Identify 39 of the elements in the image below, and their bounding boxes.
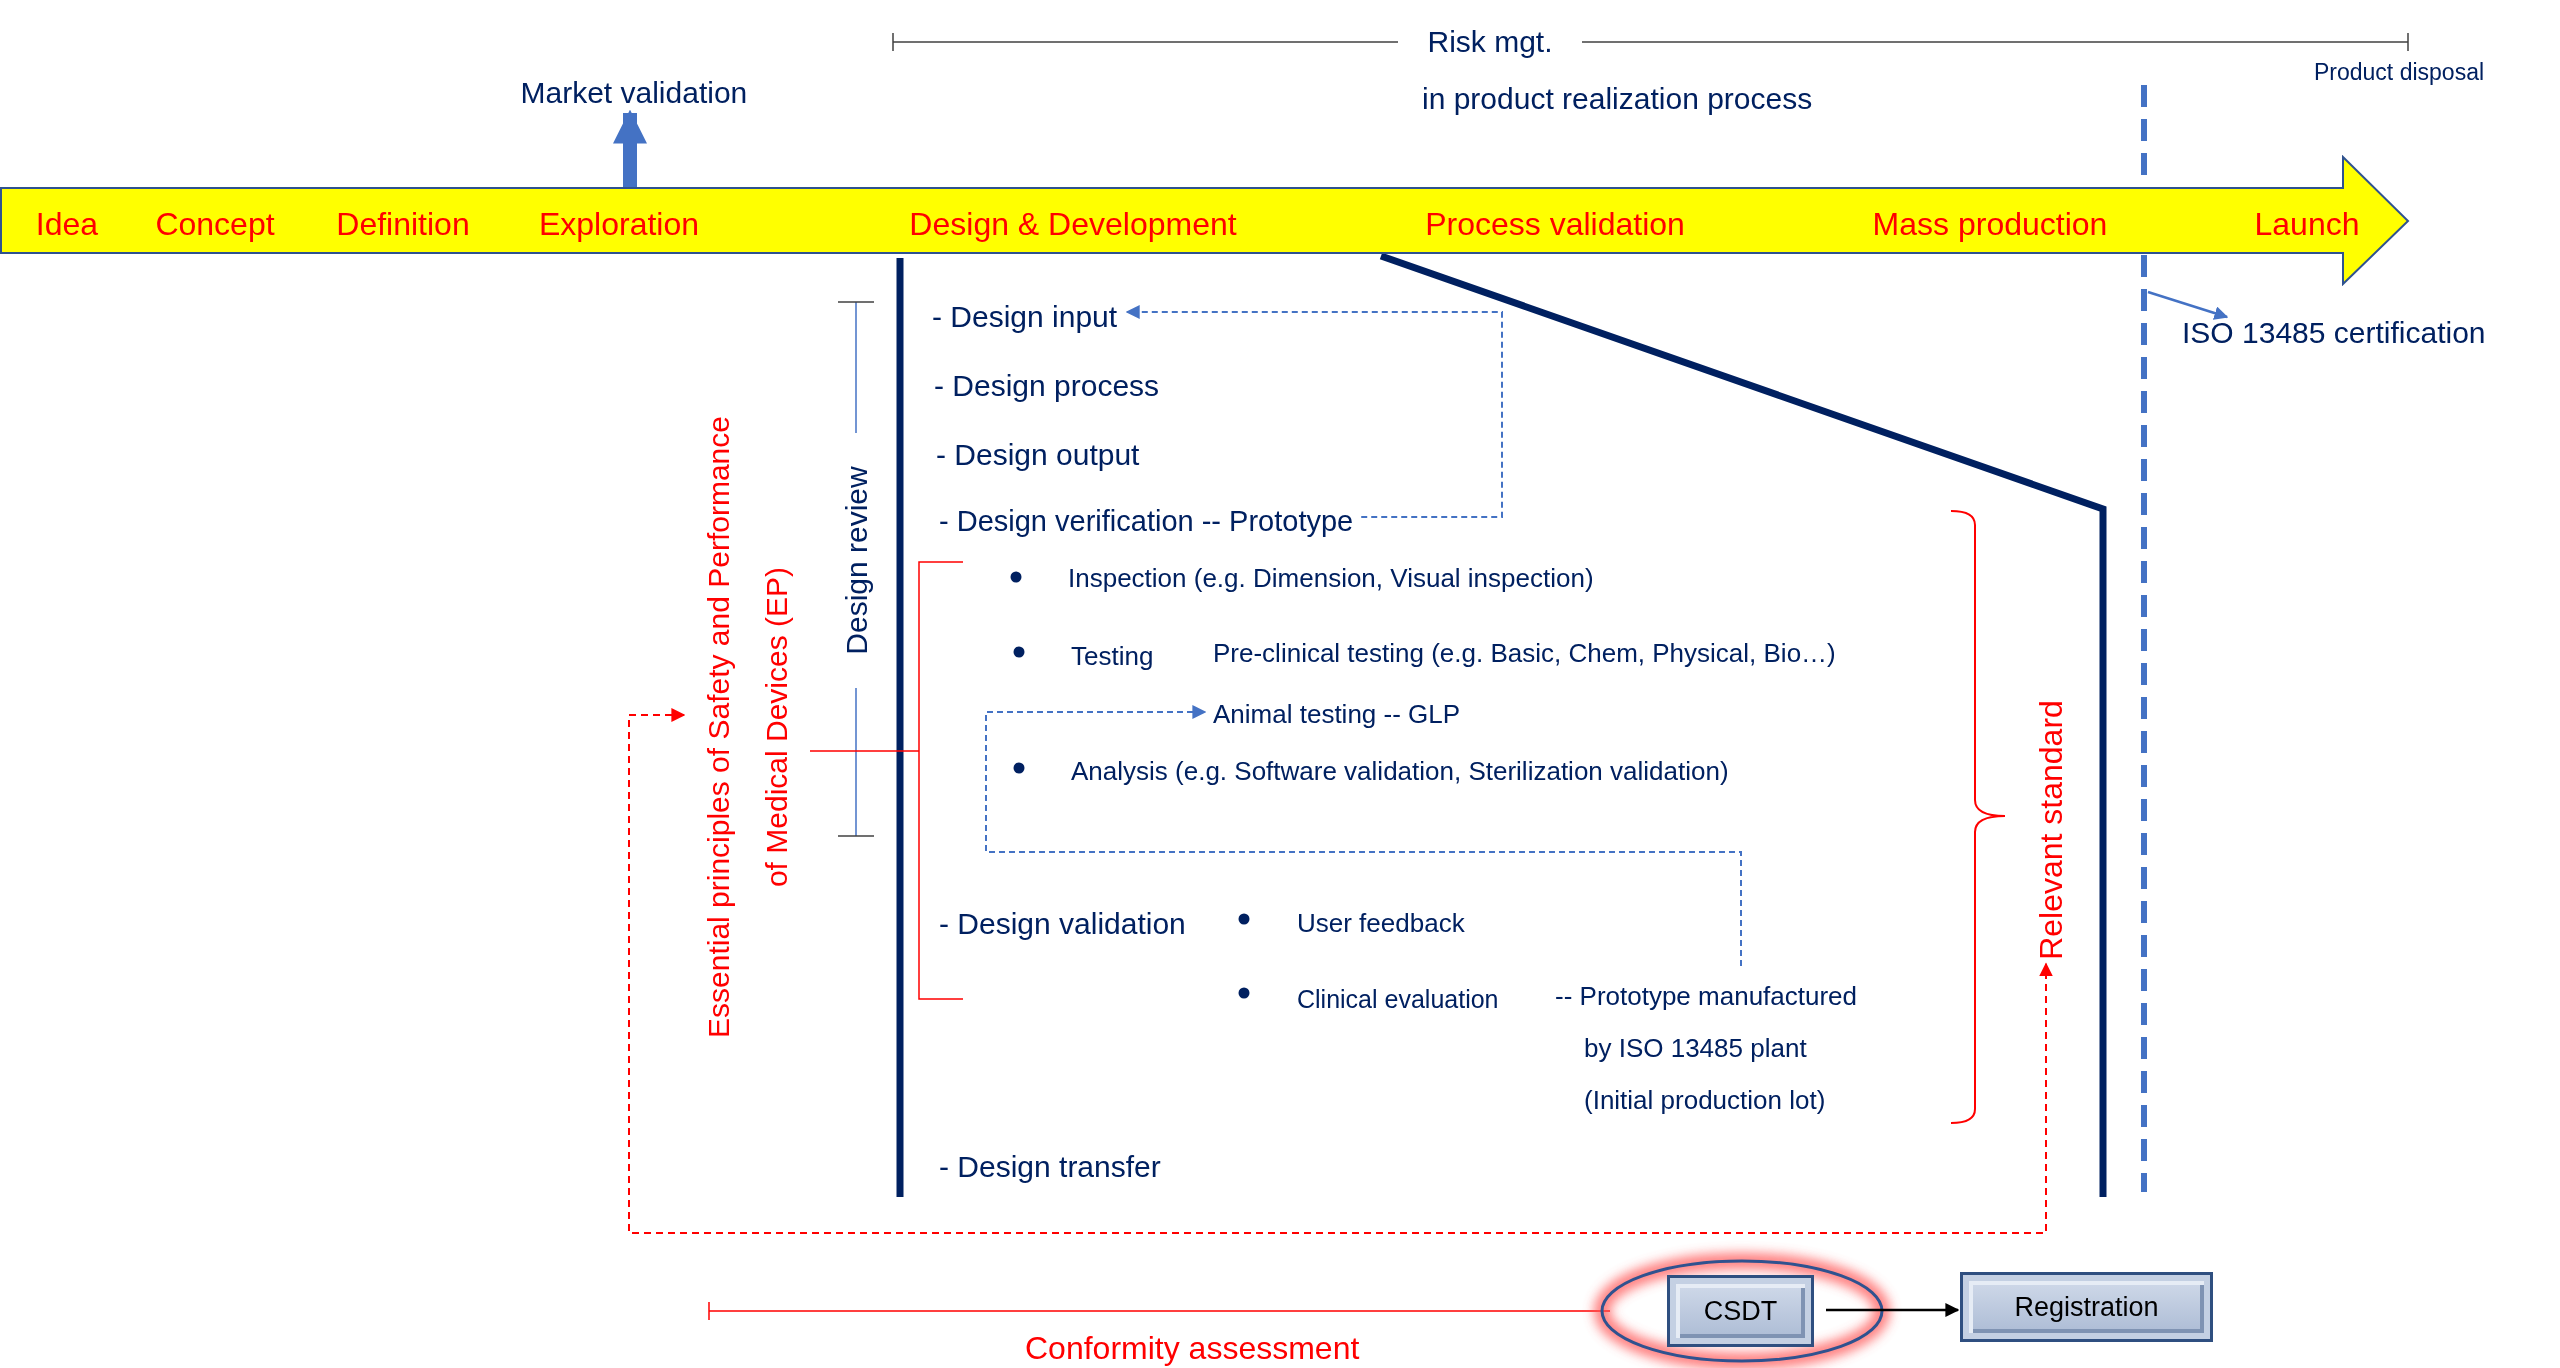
text-label: Testing (1071, 641, 1154, 671)
stage-label: Concept (155, 205, 275, 243)
text-label: - Design process (934, 367, 1160, 403)
stage-label: Design & Development (909, 205, 1237, 243)
stage-label: Idea (35, 205, 99, 243)
text-label: - Design transfer (939, 1148, 1161, 1184)
text-label: Analysis (e.g. Software validation, Sterilization validation) (1071, 756, 1729, 786)
arrow (2147, 290, 2229, 320)
text-label: Product disposal (2314, 59, 2485, 85)
stage-label: Definition (336, 205, 470, 243)
text-label: Animal testing -- GLP (1213, 698, 1461, 730)
stage-label: Mass production (1872, 205, 2108, 243)
dashed-arrow (628, 708, 2053, 1234)
text-label: Market validation (520, 75, 748, 111)
text-label: ISO 13485 certification (2182, 315, 2486, 351)
text-label: Conformity assessment (1025, 1329, 1360, 1367)
process-box: CSDT (1667, 1275, 1814, 1347)
text-label: in product realization process (1422, 80, 1813, 116)
stage-label: Process validation (1425, 205, 1685, 243)
text-label: Inspection (e.g. Dimension, Visual inspection) (1068, 563, 1594, 593)
text-label: - Design verification -- Prototype (939, 503, 1354, 539)
process-box: Registration (1960, 1272, 2213, 1342)
text-label: -- Prototype manufactured by ISO 13485 plant (Initial production lot) (1555, 970, 1864, 1126)
text-label: Risk mgt. (1427, 23, 1553, 59)
arrow (1826, 1303, 1960, 1317)
text-label: - Design input (932, 299, 1118, 335)
rotated-label: Essential principles of Safety and Performance of Medical Devices (EP) (690, 407, 806, 1047)
text-label: Pre-clinical testing (e.g. Basic, Chem, Physical, Bio…) (1213, 638, 1836, 668)
text-label: - Design output (936, 436, 1140, 472)
stage-label: Exploration (538, 205, 700, 243)
rotated-label: Design review (838, 465, 874, 655)
text-label: - Design validation (939, 905, 1186, 941)
text-label: User feedback (1297, 908, 1465, 938)
rotated-label: Relevant standard (2031, 700, 2070, 960)
text-label: Clinical evaluation (1297, 984, 1499, 1014)
dashed-arrow (985, 705, 1742, 967)
stage-label: Launch (2254, 205, 2360, 243)
block-arrow (613, 109, 647, 188)
dashed-arrow (1125, 305, 1503, 518)
